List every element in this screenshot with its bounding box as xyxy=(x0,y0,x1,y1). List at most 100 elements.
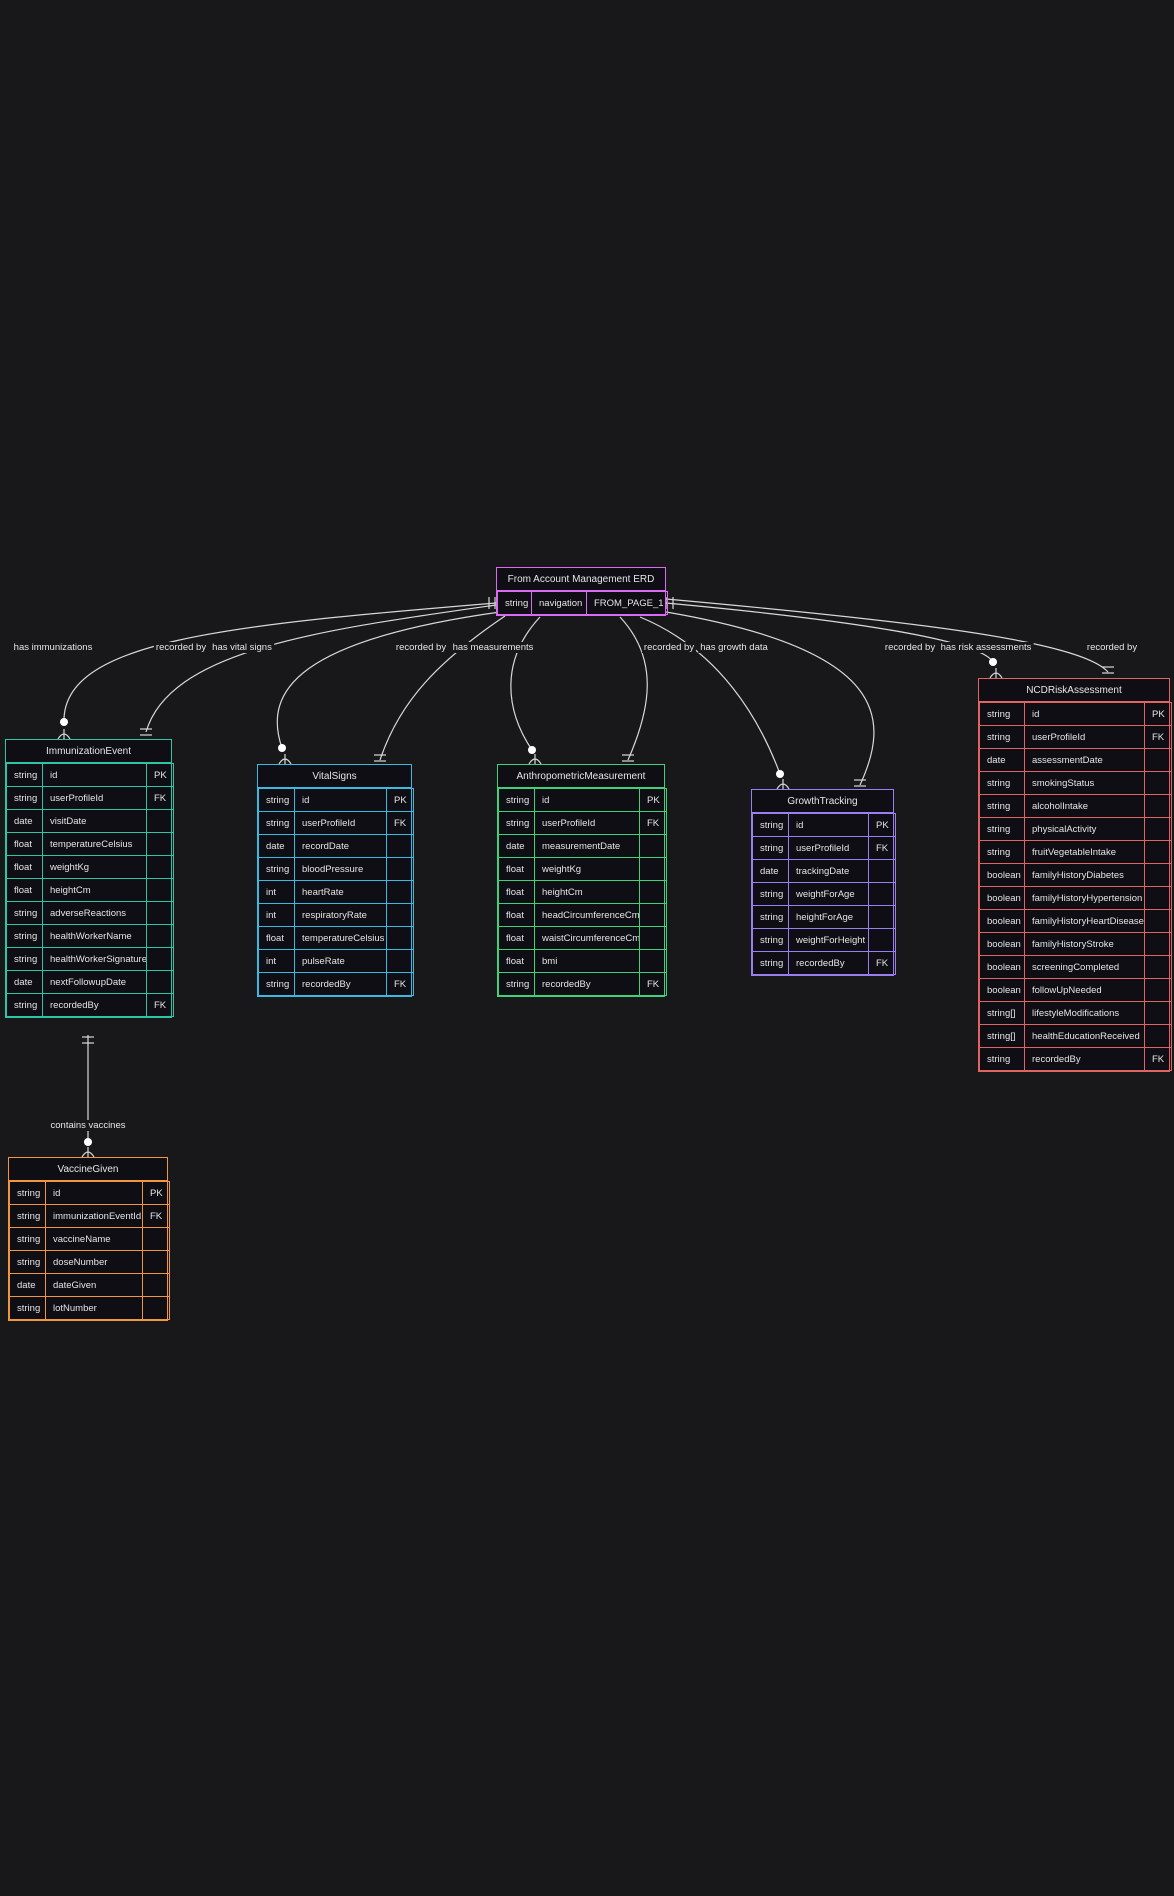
attribute-type: float xyxy=(6,832,43,856)
attribute-name: healthWorkerName xyxy=(42,924,147,948)
attribute-key xyxy=(1144,1001,1172,1025)
attribute-key: FK xyxy=(1144,725,1172,749)
attribute-type: float xyxy=(498,880,535,904)
attribute-name: pulseRate xyxy=(294,949,387,973)
attribute-name: healthEducationReceived xyxy=(1024,1024,1145,1048)
attribute-key xyxy=(142,1273,170,1297)
attribute-key: PK xyxy=(639,788,667,812)
attribute-name: lotNumber xyxy=(45,1296,143,1320)
zero-marker xyxy=(84,1138,92,1146)
attribute-type: float xyxy=(498,949,535,973)
attribute-type: string xyxy=(9,1204,46,1228)
attribute-key: PK xyxy=(386,788,414,812)
attribute-name: weightForHeight xyxy=(788,928,869,952)
attribute-type: string xyxy=(498,972,535,996)
attribute-type: date xyxy=(258,834,295,858)
relationship-line-has-measurements xyxy=(510,616,541,751)
attribute-type: string xyxy=(258,972,295,996)
attribute-type: string[] xyxy=(979,1024,1025,1048)
attribute-type: string xyxy=(752,836,789,860)
attribute-row: string[]lifestyleModifications xyxy=(979,1001,1172,1025)
attribute-key: FK xyxy=(146,786,174,810)
attribute-name: heightCm xyxy=(534,880,640,904)
attribute-name: lifestyleModifications xyxy=(1024,1001,1145,1025)
attribute-name: recordedBy xyxy=(1024,1047,1145,1071)
entity-title: NCDRiskAssessment xyxy=(979,679,1169,702)
attribute-type: string xyxy=(752,951,789,975)
attribute-name: recordedBy xyxy=(294,972,387,996)
attribute-key xyxy=(146,855,174,879)
attribute-key xyxy=(142,1296,170,1320)
attribute-type: string xyxy=(979,702,1025,726)
relationship-line-recorded-by-vitals xyxy=(379,615,506,761)
attribute-key xyxy=(386,949,414,973)
attribute-name: measurementDate xyxy=(534,834,640,858)
crows-foot-marker xyxy=(776,779,790,790)
attribute-type: float xyxy=(498,857,535,881)
attribute-key xyxy=(146,809,174,833)
attribute-key xyxy=(386,857,414,881)
attribute-type: date xyxy=(6,970,43,994)
attribute-type: float xyxy=(6,878,43,902)
attribute-key xyxy=(1144,863,1172,887)
attribute-key xyxy=(1144,886,1172,910)
attribute-key xyxy=(639,857,667,881)
attribute-type: int xyxy=(258,880,295,904)
attribute-name: followUpNeeded xyxy=(1024,978,1145,1002)
attribute-name: immunizationEventId xyxy=(45,1204,143,1228)
attribute-name: visitDate xyxy=(42,809,147,833)
attribute-name: userProfileId xyxy=(294,811,387,835)
entity-title: ImmunizationEvent xyxy=(6,740,171,763)
rel-label-has-vital-signs: has vital signs xyxy=(210,642,274,653)
attribute-key: PK xyxy=(142,1181,170,1205)
relationship-line-recorded-by-growth xyxy=(665,611,875,786)
attribute-key xyxy=(868,859,896,883)
attribute-key: FK xyxy=(386,972,414,996)
attribute-name: id xyxy=(42,763,147,787)
attribute-type: date xyxy=(498,834,535,858)
attribute-name: smokingStatus xyxy=(1024,771,1145,795)
attribute-key xyxy=(146,924,174,948)
attribute-type: string xyxy=(9,1250,46,1274)
attribute-name: physicalActivity xyxy=(1024,817,1145,841)
attribute-key: PK xyxy=(146,763,174,787)
entity-title: VaccineGiven xyxy=(9,1158,167,1181)
attribute-type: boolean xyxy=(979,932,1025,956)
attribute-key: FK xyxy=(386,811,414,835)
rel-label-recorded-by: recorded by xyxy=(393,642,449,653)
attribute-type: string xyxy=(752,905,789,929)
zero-marker xyxy=(60,718,68,726)
attribute-name: temperatureCelsius xyxy=(294,926,387,950)
attribute-type: string xyxy=(6,924,43,948)
